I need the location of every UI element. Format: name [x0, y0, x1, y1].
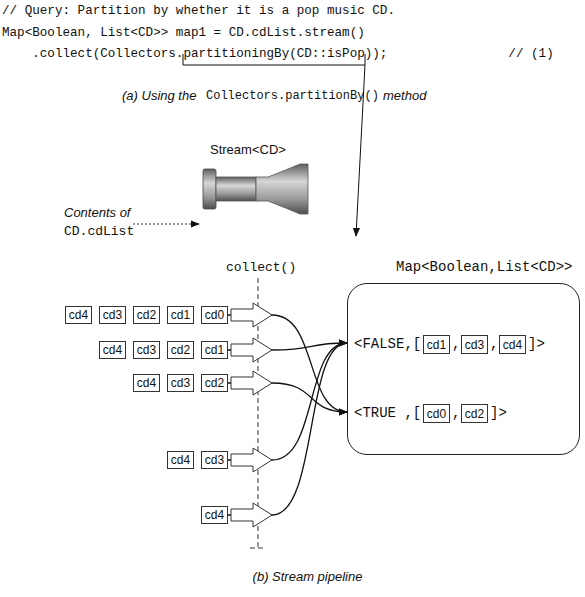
flow-arrow	[228, 343, 347, 460]
block-arrows	[231, 303, 272, 527]
entry-text: ,	[452, 404, 460, 423]
cd-box: cd3	[99, 306, 126, 324]
flow-arrow	[228, 315, 347, 412]
cd-label: cd4	[171, 453, 190, 467]
cd-label: cd2	[465, 407, 484, 421]
cd-box: cd2	[133, 306, 160, 324]
cd-box: cd4	[201, 506, 228, 524]
entry-text: ,	[490, 335, 498, 354]
cd-box: cd2	[461, 404, 488, 423]
cd-label: cd1	[171, 308, 190, 322]
cd-box: cd3	[201, 451, 228, 469]
cd-label: cd3	[103, 308, 122, 322]
cd-box: cd1	[201, 341, 228, 359]
sub-caption: (a) Using the	[122, 88, 196, 104]
cd-box: cd4	[65, 306, 92, 324]
cd-box: cd1	[423, 335, 450, 354]
stream-pipe	[203, 164, 308, 214]
cd-label: cd1	[427, 338, 446, 352]
contents-label: Contents of	[64, 205, 131, 221]
cd-label: cd4	[205, 508, 224, 522]
cd-label: cd4	[503, 338, 522, 352]
map-heading: Map<Boolean,List<CD>>	[396, 258, 572, 277]
cd-label: cd2	[205, 376, 224, 390]
entry-text: ,	[452, 335, 460, 354]
entry-text: ]>	[490, 404, 507, 423]
cd-box: cd2	[201, 374, 228, 392]
cd-box: cd3	[461, 335, 488, 354]
entry-text: ]>	[528, 335, 545, 354]
cd-box: cd0	[201, 306, 228, 324]
code-line: Map<Boolean, List<CD>> map1 = CD.cdList.…	[2, 26, 365, 41]
cd-label: cd3	[205, 453, 224, 467]
cd-label: cd3	[171, 376, 190, 390]
cd-label: cd4	[69, 308, 88, 322]
sub-caption: method	[383, 88, 426, 104]
operation-label: collect()	[226, 260, 296, 276]
code-line: .collect(Collectors.partitioningBy(CD::i…	[2, 47, 554, 62]
cd-box: cd3	[133, 341, 160, 359]
contents-code: CD.cdList	[64, 224, 134, 240]
entry-text: <FALSE,[	[354, 335, 421, 354]
cd-label: cd2	[137, 308, 156, 322]
cd-label: cd1	[205, 343, 224, 357]
cd-box: cd2	[167, 341, 194, 359]
map-box: Map<Boolean,List<CD>><FALSE,[,,]><TRUE ,…	[347, 283, 580, 455]
code-line: // Query: Partition by whether it is a p…	[2, 4, 395, 19]
cd-label: cd3	[137, 343, 156, 357]
figure-caption: (b) Stream pipeline	[0, 569, 585, 585]
stream-label: Stream<CD>	[210, 142, 286, 158]
sub-caption-code: Collectors.partitionBy()	[206, 89, 379, 103]
cd-box: cd0	[423, 404, 450, 423]
cd-box: cd4	[133, 374, 160, 392]
cd-box: cd3	[167, 374, 194, 392]
cd-label: cd0	[205, 308, 224, 322]
entry-text: <TRUE ,[	[354, 404, 421, 423]
flow-arrow	[228, 343, 347, 515]
cd-label: cd4	[103, 343, 122, 357]
cd-label: cd3	[465, 338, 484, 352]
dotted-pointer	[133, 223, 199, 224]
cd-box: cd4	[167, 451, 194, 469]
cd-label: cd2	[171, 343, 190, 357]
cd-box: cd1	[167, 306, 194, 324]
cd-box: cd4	[99, 341, 126, 359]
cd-label: cd4	[137, 376, 156, 390]
cd-label: cd0	[427, 407, 446, 421]
cd-box: cd4	[499, 335, 526, 354]
